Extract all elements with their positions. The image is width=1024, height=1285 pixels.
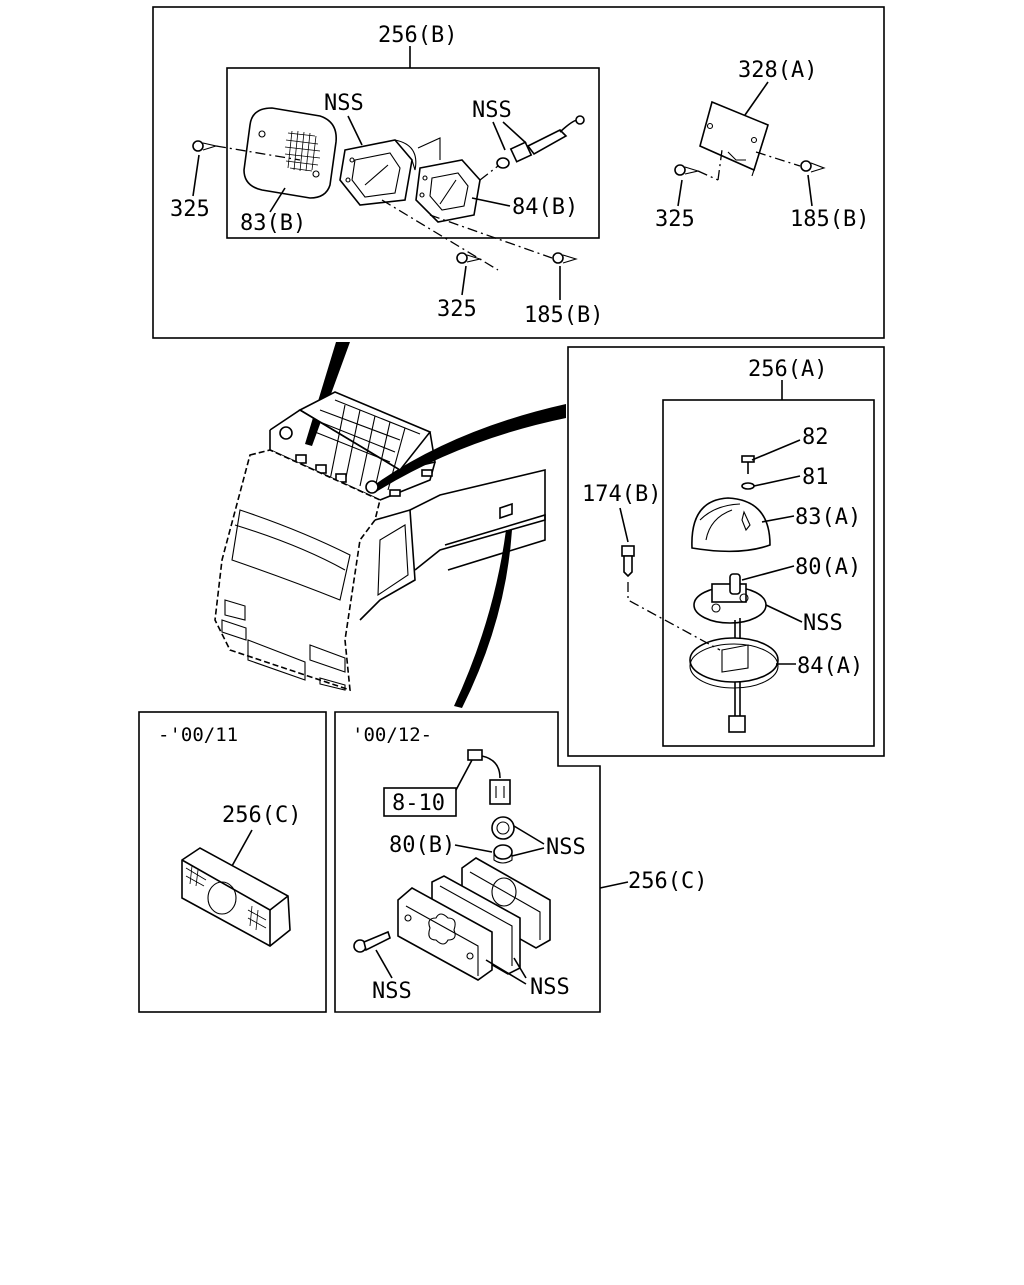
plate-328a [699,100,769,177]
bulb-80a [729,573,741,595]
marker-lamp-256c [181,847,291,947]
label-nss-socket: NSS [546,835,586,860]
label-84b: 84(B) [512,195,578,220]
dome-lens-83a [691,497,771,553]
gasket-84b [415,159,481,223]
panel-bottom-left: -'00/11 256(C) [138,711,327,1013]
label-256b: 256(B) [378,23,457,48]
pointer-wedge-bottom [454,530,512,708]
label-325-b: 325 [655,207,695,232]
label-nss-housing: NSS [324,91,364,116]
label-174b: 174(B) [582,482,661,507]
housing-nss [339,139,417,206]
label-325-a: 325 [170,197,210,222]
base-nss [693,573,767,624]
label-328a: 328(A) [738,58,817,83]
label-nss-screw: NSS [372,979,412,1004]
marker-lamp-right [365,480,379,494]
date-label-until-0011: -'00/11 [158,724,238,746]
label-185b-b: 185(B) [790,207,869,232]
label-80b: 80(B) [389,833,455,858]
label-83b: 83(B) [240,211,306,236]
panel-right-frame [567,346,885,757]
label-83a: 83(A) [795,505,861,530]
label-185b-a: 185(B) [524,303,603,328]
screw-174b [621,545,721,651]
screw-325-left [192,140,301,161]
base-plate-84a [689,637,779,689]
marker-lamp-left [279,426,293,440]
clip-185b-right [755,151,826,173]
truck-cab-illustration [214,342,566,708]
screw-325-lower [456,252,483,264]
panel-top: 256(B) 325 83(B) [152,6,885,339]
panel-right: 256(A) 82 81 83(A) 80(A) [567,346,885,757]
wire-connector [467,749,511,805]
label-256c-callout: 256(C) [628,869,707,894]
screw-325-right [674,149,723,181]
subassembly-frame-256b [226,67,600,239]
reference-box[interactable] [383,787,457,817]
pointer-wedge-right [370,404,566,492]
reference-8-10[interactable]: 8-10 [392,791,445,816]
label-81: 81 [802,465,829,490]
screw-82 [741,455,755,474]
panel-bottom-middle-frame [334,711,601,1013]
side-marker-lamp [499,502,513,520]
bulb-connector-nss [479,115,585,181]
label-84a: 84(A) [797,654,863,679]
label-80a: 80(A) [795,555,861,580]
subassembly-frame-256a [662,399,875,747]
label-nss-base: NSS [803,611,843,636]
clip-185b-lower [552,252,578,264]
label-256c-lamp: 256(C) [222,803,301,828]
panel-top-frame [152,6,885,339]
lamp-lens-front [397,887,493,981]
panel-bottom-left-frame [138,711,327,1013]
label-82: 82 [802,425,829,450]
screw-nss [353,930,391,953]
lens-83b [243,107,337,199]
label-256a: 256(A) [748,357,827,382]
panel-bottom-middle: '00/12- 8-10 80(B) NSS [334,711,707,1013]
label-325-c: 325 [437,297,477,322]
bulb-80b [493,844,513,864]
label-nss-bulb: NSS [472,98,512,123]
label-nss-gasket: NSS [530,975,570,1000]
date-label-from-0012: '00/12- [352,724,432,746]
bulb-socket [491,816,515,840]
washer-81 [741,482,755,490]
